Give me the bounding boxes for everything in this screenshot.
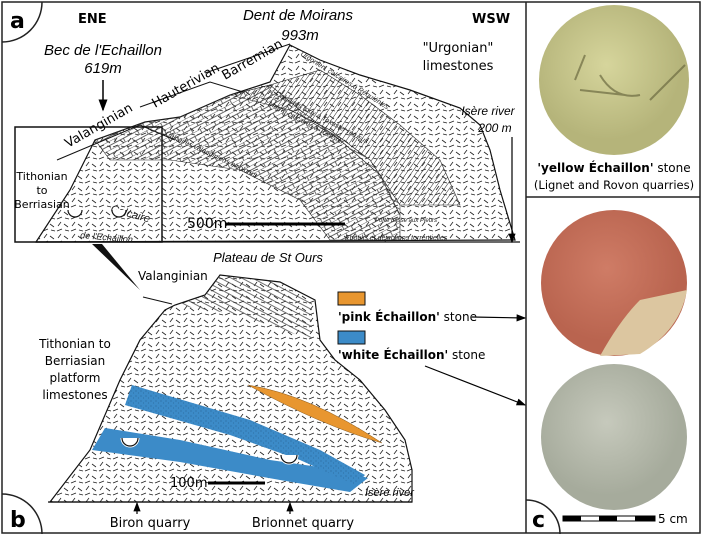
panel-a-label: a (10, 9, 25, 34)
scale-bar-5cm (562, 515, 656, 522)
quarry-symbol-b-outline (121, 437, 298, 464)
brionnet-quarry-label: Brionnet quarry (252, 516, 354, 531)
platform-label-4: limestones (42, 388, 107, 402)
panel-b-label-arc (1, 493, 43, 535)
peak-elevation: 993m (281, 27, 319, 44)
band-texture (125, 385, 365, 485)
pink-echaillon-lens (247, 384, 383, 444)
platform-label-3: platform (50, 371, 101, 385)
quarry-symbol-icon (67, 209, 127, 218)
direction-wsw: WSW (472, 12, 510, 27)
panel-c: 'yellow Échaillon' stone (Lignet and Rov… (525, 5, 694, 535)
pink-sample-pale-zone (600, 290, 687, 356)
yellow-sample-fossils (574, 54, 686, 101)
pink-stone-arrow (471, 314, 527, 322)
yellow-caption: 'yellow Échaillon' stone (537, 160, 690, 175)
yellow-caption-source: (Lignet and Rovon quarries) (534, 178, 694, 192)
old-label-porte: Porte basse aux Pleurs (375, 218, 437, 224)
yellow-echaillon-sample (539, 5, 689, 155)
isere-river-label: Isère river (461, 104, 515, 118)
panel-c-label-arc (525, 499, 561, 535)
zoom-wedge (92, 244, 140, 290)
tithonian-label-1: Tithonian (15, 170, 67, 183)
panel-c-label: c (532, 508, 545, 533)
scale-label-5cm: 5 cm (658, 512, 688, 526)
white-stone-arrow (424, 365, 527, 406)
valanginian-line (56, 124, 176, 161)
tithonian-label-3: Berriasian (14, 198, 69, 211)
valanginian-label-b: Valanginian (138, 269, 208, 283)
legend-label-pink: 'pink Échaillon' stone (338, 309, 477, 324)
panel-a-label-arc (1, 1, 43, 43)
legend-label-white: 'white Échaillon' stone (338, 347, 485, 362)
biron-quarry-label: Biron quarry (110, 516, 191, 531)
hauterivian-line (139, 81, 244, 108)
urgonian-label-1: "Urgonian" (423, 41, 494, 56)
isere-river-elevation: 200 m (477, 121, 511, 135)
barremian-line (204, 43, 291, 74)
platform-label-1: Tithonian to (38, 337, 111, 351)
peak-name: Dent de Moirans (243, 7, 354, 24)
valanginian-pointer (142, 296, 173, 305)
plateau-label: Plateau de St Ours (213, 250, 323, 265)
old-label-echaillon: de l'Echaillon (80, 230, 133, 245)
bec-name: Bec de l'Echaillon (44, 42, 162, 59)
direction-ene: ENE (78, 12, 107, 27)
panel-b: b Plateau de St Ours Valanginian Tithoni… (1, 250, 527, 535)
barremian-layers (289, 109, 401, 216)
scale-label-100m: 100m (170, 476, 207, 491)
inset-box (14, 126, 163, 243)
old-label-eboulis: Eboulis et déjections torrentielles (345, 235, 448, 242)
legend-swatch-white (337, 330, 366, 345)
white-echaillon-sample (541, 364, 687, 510)
panel-a: a ENE WSW Dent de Moirans 993m Bec de l'… (1, 1, 520, 245)
white-echaillon-band-lower (92, 428, 368, 492)
panel-b-label: b (10, 508, 26, 533)
platform-label-2: Berriasian (45, 354, 106, 368)
valanginian-beds (175, 275, 312, 340)
urgonian-label-2: limestones (423, 59, 494, 74)
tithonian-label-2: to (36, 184, 47, 197)
isere-river-label-b: Isère river (365, 487, 415, 499)
bec-elevation: 619m (84, 60, 122, 77)
scale-label-500m: 500m (187, 216, 227, 232)
legend-swatch-pink (337, 291, 366, 306)
